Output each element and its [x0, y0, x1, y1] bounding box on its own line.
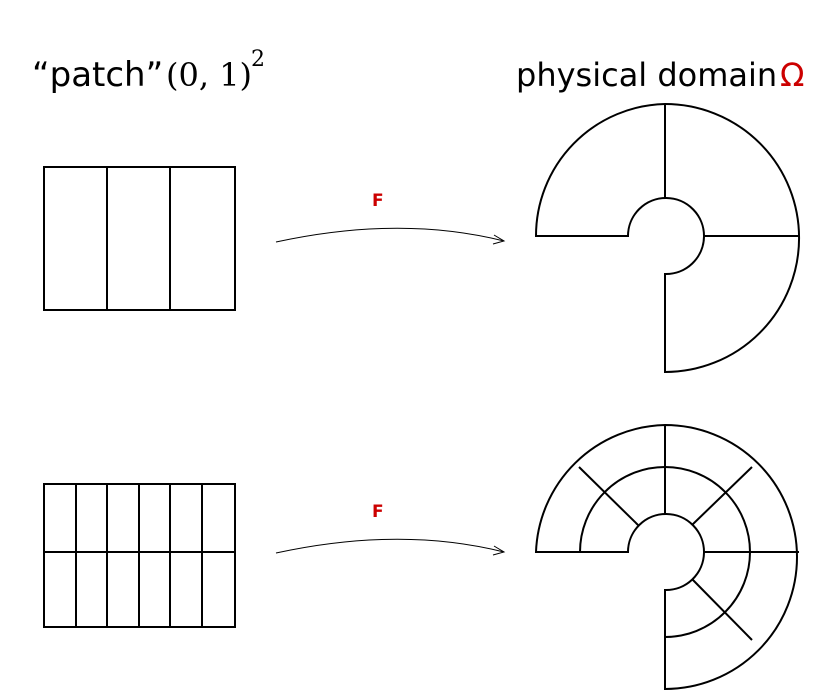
map-arrow-top-curve	[275, 227, 505, 243]
unit-interval-label: (0, 1)	[166, 56, 252, 94]
refined-physical-domain	[534, 423, 799, 691]
map-arrow-top	[275, 227, 506, 245]
refined-patch	[43, 483, 236, 628]
coarse-domain-outline	[534, 102, 800, 374]
coarse-patch	[43, 166, 236, 311]
map-arrow-bottom-curve	[275, 538, 505, 554]
coarse-patch-outline	[43, 166, 236, 311]
map-label-bottom: F	[372, 502, 384, 522]
omega-symbol: Ω	[780, 56, 804, 94]
refined-domain-radial-line	[691, 466, 753, 526]
physical-domain-label: physical domain	[516, 56, 777, 94]
refined-domain-outline	[534, 423, 798, 691]
map-arrow-bottom	[275, 538, 506, 556]
map-arrow-bottom-head	[492, 545, 506, 556]
coarse-physical-domain	[534, 102, 800, 374]
exponent-label: 2	[251, 47, 265, 72]
map-label-top: F	[372, 191, 384, 211]
patch-label: “patch”	[32, 55, 163, 95]
refined-domain-radial-line	[691, 578, 753, 641]
refined-domain-radial-line	[578, 466, 639, 526]
map-arrow-top-head	[492, 234, 506, 245]
